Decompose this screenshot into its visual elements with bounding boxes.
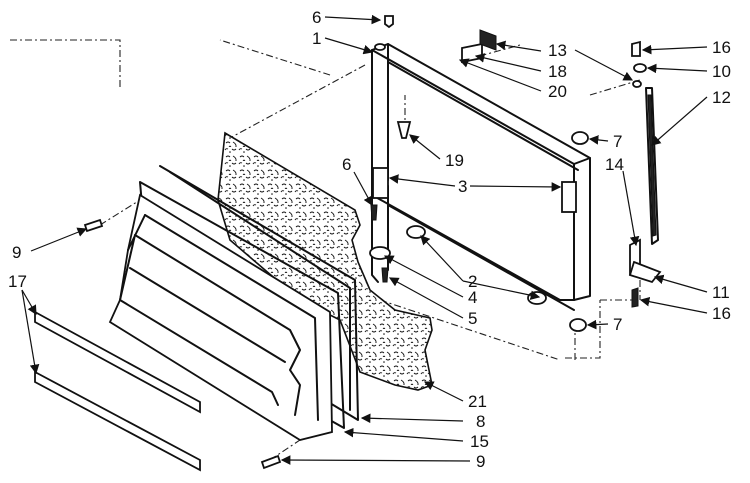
door-liner (108, 193, 333, 441)
callout-4: 4 (468, 288, 477, 307)
frame-corner-cap (374, 43, 386, 51)
callout-12: 12 (712, 88, 731, 107)
callout-11: 11 (712, 283, 730, 302)
callout-labels: 6 1 13 18 20 16 10 12 7 19 3 6 14 9 17 2… (8, 8, 731, 471)
callout-7-bottom: 7 (613, 315, 622, 334)
hinge-assembly (628, 40, 662, 308)
callout-19: 19 (445, 151, 464, 170)
callout-16-bottom: 16 (712, 304, 731, 323)
callout-5: 5 (468, 309, 477, 328)
callout-15: 15 (470, 432, 489, 451)
callout-6-mid: 6 (342, 155, 351, 174)
callout-7-top: 7 (613, 132, 622, 151)
callout-1: 1 (312, 29, 321, 48)
leader-lines (21, 14, 708, 465)
callout-9-left: 9 (12, 243, 21, 262)
callout-21: 21 (468, 392, 487, 411)
callout-16-top: 16 (712, 38, 731, 57)
hinge-bracket-top-left (372, 167, 389, 199)
callout-8: 8 (476, 412, 485, 431)
callout-6-top: 6 (312, 8, 321, 27)
hinge-bracket-top-right (561, 181, 577, 213)
callout-2: 2 (468, 272, 477, 291)
callout-17: 17 (8, 272, 27, 291)
callout-14: 14 (605, 155, 624, 174)
callout-9-bottom: 9 (476, 452, 485, 471)
fasteners (83, 15, 589, 470)
callout-20: 20 (548, 82, 567, 101)
callout-18: 18 (548, 62, 567, 81)
shelf-rails (34, 310, 201, 472)
callout-13: 13 (548, 41, 567, 60)
callout-10: 10 (712, 62, 731, 81)
callout-3: 3 (458, 177, 467, 196)
